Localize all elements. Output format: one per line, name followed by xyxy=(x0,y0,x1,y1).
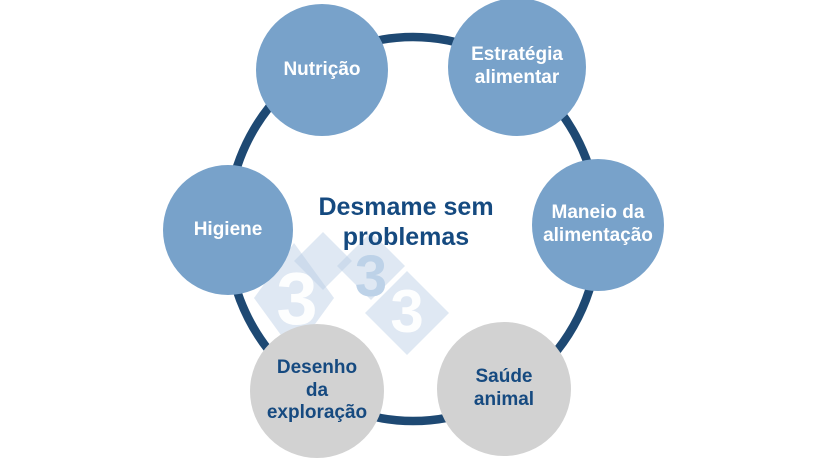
watermark-diamond-small xyxy=(294,232,352,290)
node-saude-animal-label: Saúde animal xyxy=(473,366,535,410)
node-nutricao: Nutrição xyxy=(256,4,388,136)
diagram-title: Desmame sem problemas xyxy=(318,193,494,251)
node-desenho-da-exploracao: Desenho da exploração xyxy=(250,324,384,458)
watermark-digit-top: 3 xyxy=(355,244,387,309)
node-higiene-label: Higiene xyxy=(193,218,263,240)
watermark-diamond-right xyxy=(365,271,449,355)
node-maneio-da-alimentacao-label: Maneio da alimentação xyxy=(543,202,653,246)
node-estrategia-alimentar-label: Estratégia alimentar xyxy=(471,44,563,88)
node-saude-animal: Saúde animal xyxy=(437,322,571,456)
node-estrategia-alimentar: Estratégia alimentar xyxy=(448,0,586,136)
watermark-digit-right: 3 xyxy=(390,278,423,345)
watermark-diamond-top xyxy=(337,232,405,300)
node-maneio-da-alimentacao: Maneio da alimentação xyxy=(532,159,664,291)
node-higiene: Higiene xyxy=(163,165,293,295)
node-nutricao-label: Nutrição xyxy=(283,58,361,80)
node-desenho-da-exploracao-label: Desenho da exploração xyxy=(266,356,368,424)
